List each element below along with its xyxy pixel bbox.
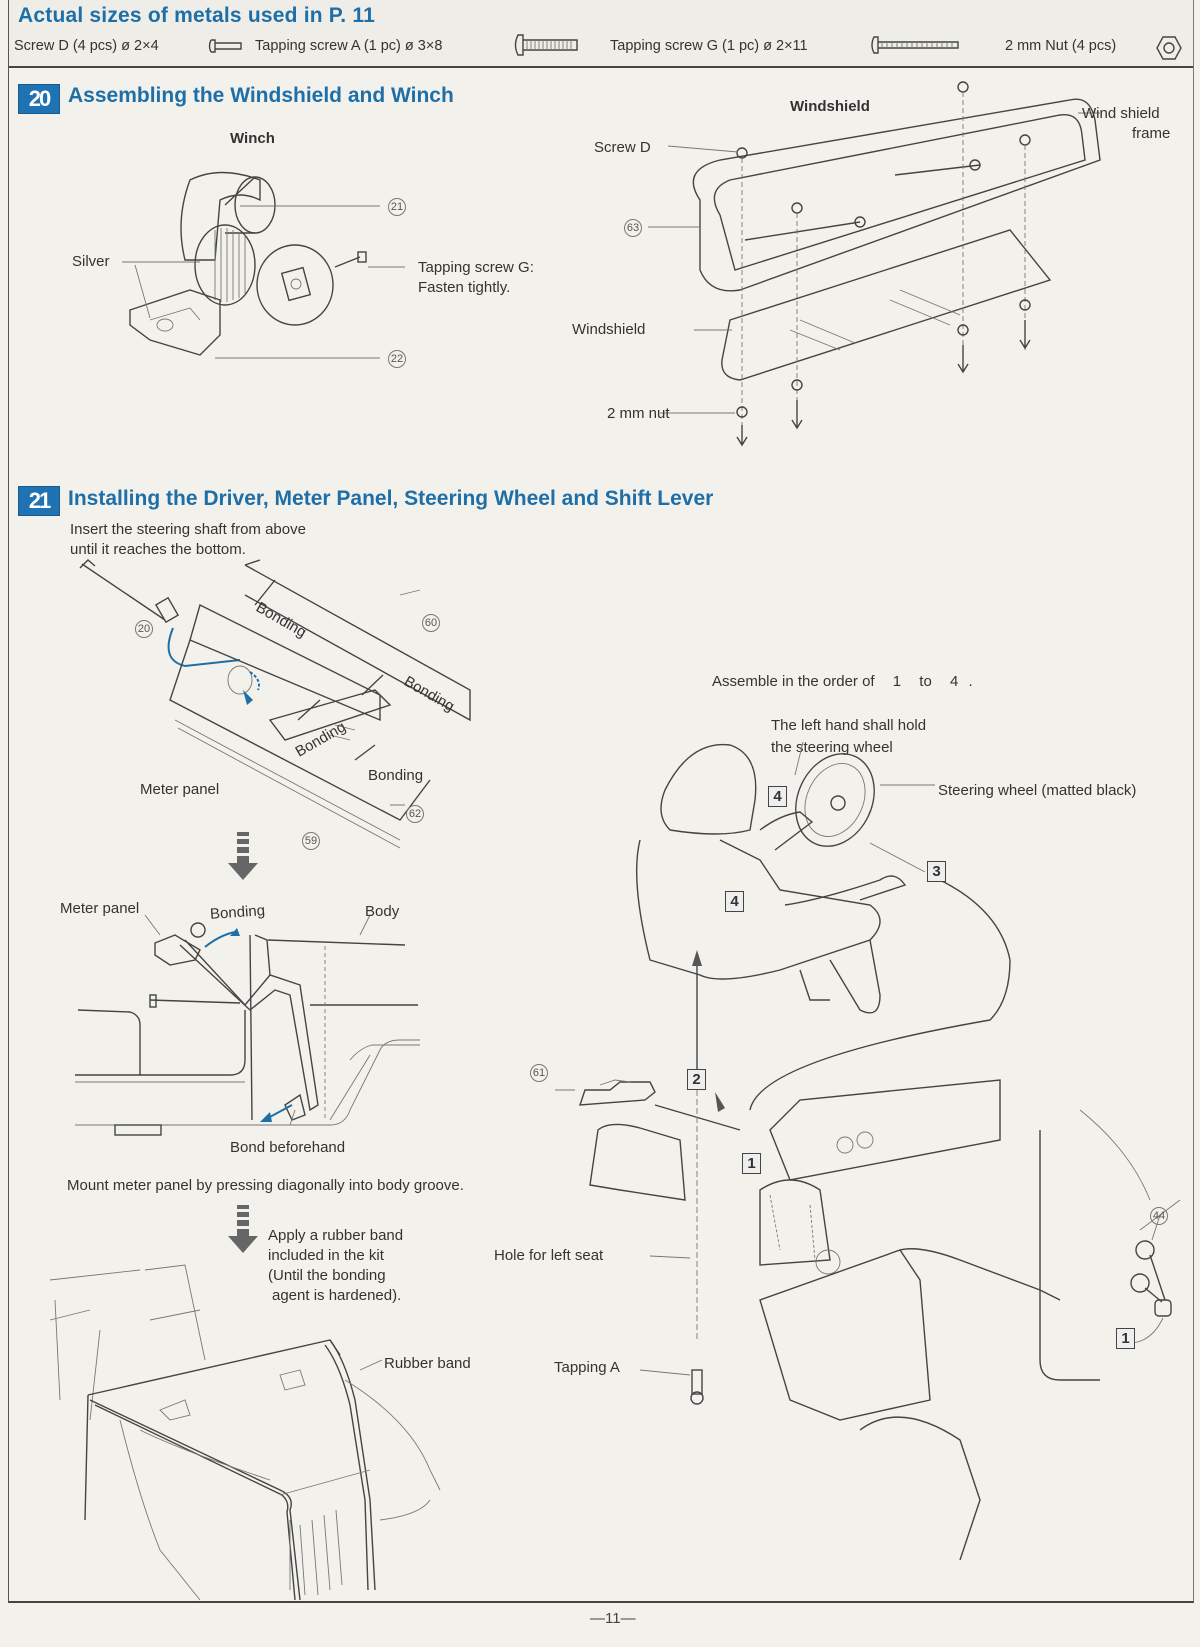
meter-panel-illustration [79,559,471,849]
step-20-badge: 20 [18,84,60,114]
page-number: —11— [590,1610,636,1627]
bonding-label-4: Bonding [368,767,424,784]
body-rubber-band-illustration [49,1264,441,1601]
rubber-band-note-4: agent is hardened). [272,1287,402,1304]
steering-wheel-label: Steering wheel (matted black) [938,782,1137,799]
left-hand-note-1: The left hand shall hold [771,717,927,734]
windshield-frame-label-1: Wind shield [1082,105,1160,122]
step-21-badge: 21 [18,486,60,516]
part-60-label: 60 [422,614,440,632]
step-2-marker: 2 [687,1069,706,1090]
meter-panel-section-illustration [75,914,420,1136]
bond-beforehand-label: Bond beforehand [230,1139,346,1156]
section-body-label: Body [365,903,400,920]
part-44-label: 44 [1150,1207,1168,1225]
hex-nut-icon [1156,36,1182,60]
screw-d-label: Screw D [594,139,651,156]
step-21-title: Installing the Driver, Meter Panel, Stee… [68,487,714,510]
step-20-title: Assembling the Windshield and Winch [68,84,454,107]
tapping-screw-icon [514,34,578,56]
part-62-label: 62 [406,805,424,823]
windshield-frame-label-2: frame [1132,125,1171,142]
fasten-tightly-label: Fasten tightly. [418,279,511,296]
rubber-band-note-2: included in the kit [268,1247,384,1264]
driver-illustration [555,741,1181,1561]
metal-nut: 2 mm Nut (4 pcs) [1005,38,1117,54]
meter-panel-label: Meter panel [140,781,220,798]
tapping-screw-g-label: Tapping screw G: [418,259,534,276]
part-20-label: 20 [135,620,153,638]
nut-label: 2 mm nut [607,405,670,422]
tapping-a-label: Tapping A [554,1359,620,1376]
step-1-marker-right: 1 [1116,1328,1135,1349]
part-22-label: 22 [388,350,406,368]
step-4-marker-top: 4 [768,786,787,807]
mount-note: Mount meter panel by pressing diagonally… [67,1177,464,1194]
screw-icon [208,39,242,53]
assembly-order-note: Assemble in the order of 1 to 4 . [712,673,973,690]
rubber-band-note-3: (Until the bonding [268,1267,386,1284]
windshield-heading: Windshield [790,98,870,115]
section-meter-panel-label: Meter panel [60,900,140,917]
metal-sizes-title: Actual sizes of metals used in P. 11 [18,4,375,27]
hole-left-seat-label: Hole for left seat [494,1247,604,1264]
step-1-marker-top: 1 [742,1153,761,1174]
part-61-label: 61 [530,1064,548,1082]
winch-leader-lines [122,205,405,359]
windshield-glass-label: Windshield [572,321,646,338]
rubber-band-note-1: Apply a rubber band [268,1227,404,1244]
page-frame [8,0,1194,1603]
rubber-band-label: Rubber band [384,1355,471,1372]
winch-illustration [129,171,367,356]
part-63-label: 63 [624,219,642,237]
part-59-label: 59 [302,832,320,850]
long-tapping-screw-icon [871,36,959,54]
left-hand-note-2: the steering wheel [771,739,893,756]
metal-sizes-band [8,0,1194,68]
winch-heading: Winch [230,130,275,147]
down-arrow-icon [228,832,258,880]
part-21-label: 21 [388,198,406,216]
instruction-line-1: Insert the steering shaft from above [70,521,306,538]
instruction-line-2: until it reaches the bottom. [70,541,246,558]
step-4-marker-bottom: 4 [725,891,744,912]
metal-screw-d: Screw D (4 pcs) ø 2×4 [14,38,159,54]
metal-tapping-screw-a: Tapping screw A (1 pc) ø 3×8 [255,38,443,54]
down-arrow-icon-2 [228,1205,258,1253]
step-3-marker: 3 [927,861,946,882]
metal-tapping-screw-g: Tapping screw G (1 pc) ø 2×11 [610,38,808,54]
silver-label: Silver [72,253,110,270]
windshield-illustration [648,81,1101,447]
